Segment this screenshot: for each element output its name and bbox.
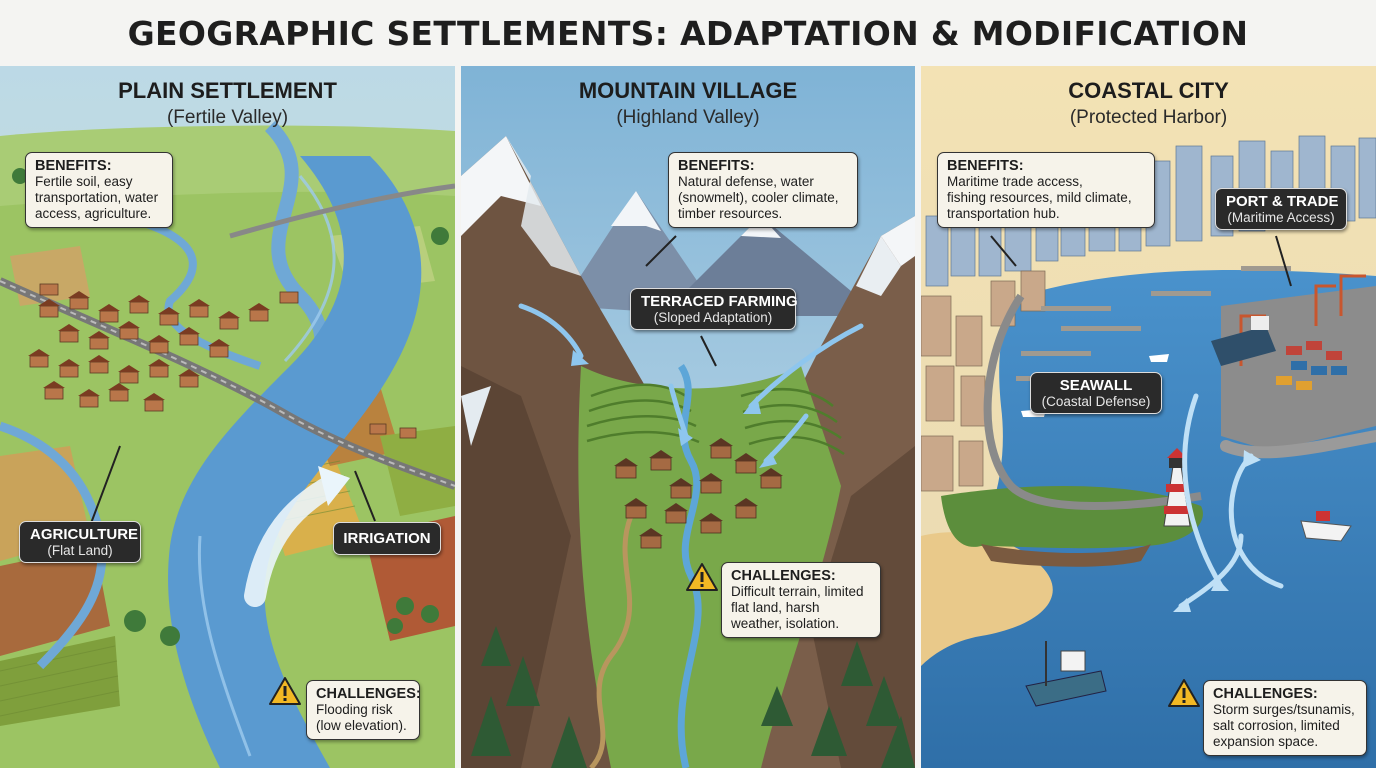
- benefits-text: Fertile soil, easy transportation, water…: [35, 174, 159, 221]
- house-icon: [29, 283, 417, 439]
- label-irrigation: IRRIGATION: [333, 522, 441, 555]
- benefits-callout: BENEFITS: Maritime trade access, fishing…: [937, 152, 1155, 228]
- label-agriculture: AGRICULTURE (Flat Land): [19, 521, 141, 563]
- challenges-callout: CHALLENGES: Flooding risk (low elevation…: [306, 680, 421, 740]
- label-title: IRRIGATION: [343, 530, 431, 547]
- page-title: GEOGRAPHIC SETTLEMENTS: ADAPTATION & MOD…: [127, 13, 1249, 53]
- label-title: SEAWALL: [1059, 377, 1133, 394]
- label-subtitle: (Flat Land): [47, 543, 113, 558]
- label-subtitle: (Sloped Adaptation): [653, 310, 773, 325]
- panel-coastal-city: COASTAL CITY (Protected Harbor) BENEFITS…: [921, 66, 1376, 768]
- label-seawall: SEAWALL (Coastal Defense): [1030, 372, 1162, 414]
- title-bar: GEOGRAPHIC SETTLEMENTS: ADAPTATION & MOD…: [0, 0, 1376, 66]
- panel-mountain-village: MOUNTAIN VILLAGE (Highland Valley) BENEF…: [461, 66, 915, 768]
- plain-landscape: [0, 66, 455, 768]
- benefits-callout: BENEFITS: Fertile soil, easy transportat…: [25, 152, 173, 228]
- warning-icon: [269, 677, 301, 705]
- benefits-text: Natural defense, water (snowmelt), coole…: [678, 174, 839, 221]
- flow-arrow-icon: [244, 466, 350, 607]
- challenges-text: Difficult terrain, limited flat land, ha…: [731, 584, 864, 631]
- challenges-heading: CHALLENGES:: [316, 686, 421, 702]
- panel-plain-settlement: PLAIN SETTLEMENT (Fertile Valley) BENEFI…: [0, 66, 455, 768]
- warning-icon: [686, 563, 718, 591]
- challenges-callout: CHALLENGES: Difficult terrain, limited f…: [721, 562, 881, 638]
- challenges-callout: CHALLENGES: Storm surges/tsunamis, salt …: [1203, 680, 1367, 756]
- challenges-text: Storm surges/tsunamis, salt corrosion, l…: [1213, 702, 1355, 749]
- challenges-heading: CHALLENGES:: [731, 568, 836, 584]
- label-terraced-farming: TERRACED FARMING (Sloped Adaptation): [630, 288, 798, 330]
- challenges-text: Flooding risk (low elevation).: [316, 702, 407, 733]
- label-title: PORT & TRADE: [1226, 193, 1339, 210]
- label-title: AGRICULTURE: [30, 526, 139, 543]
- label-subtitle: (Coastal Defense): [1041, 394, 1151, 409]
- benefits-heading: BENEFITS:: [678, 158, 755, 174]
- benefits-callout: BENEFITS: Natural defense, water (snowme…: [668, 152, 858, 228]
- flow-arrow-icon: [1178, 393, 1284, 609]
- challenges-heading: CHALLENGES:: [1213, 686, 1318, 702]
- label-subtitle: (Maritime Access): [1227, 210, 1335, 225]
- warning-icon: [1168, 679, 1200, 707]
- benefits-heading: BENEFITS:: [35, 158, 112, 174]
- benefits-heading: BENEFITS:: [947, 158, 1024, 174]
- lighthouse-icon: [1163, 448, 1191, 527]
- benefits-text: Maritime trade access, fishing resources…: [947, 174, 1132, 221]
- label-title: TERRACED FARMING: [641, 293, 798, 310]
- label-port-trade: PORT & TRADE (Maritime Access): [1215, 188, 1347, 230]
